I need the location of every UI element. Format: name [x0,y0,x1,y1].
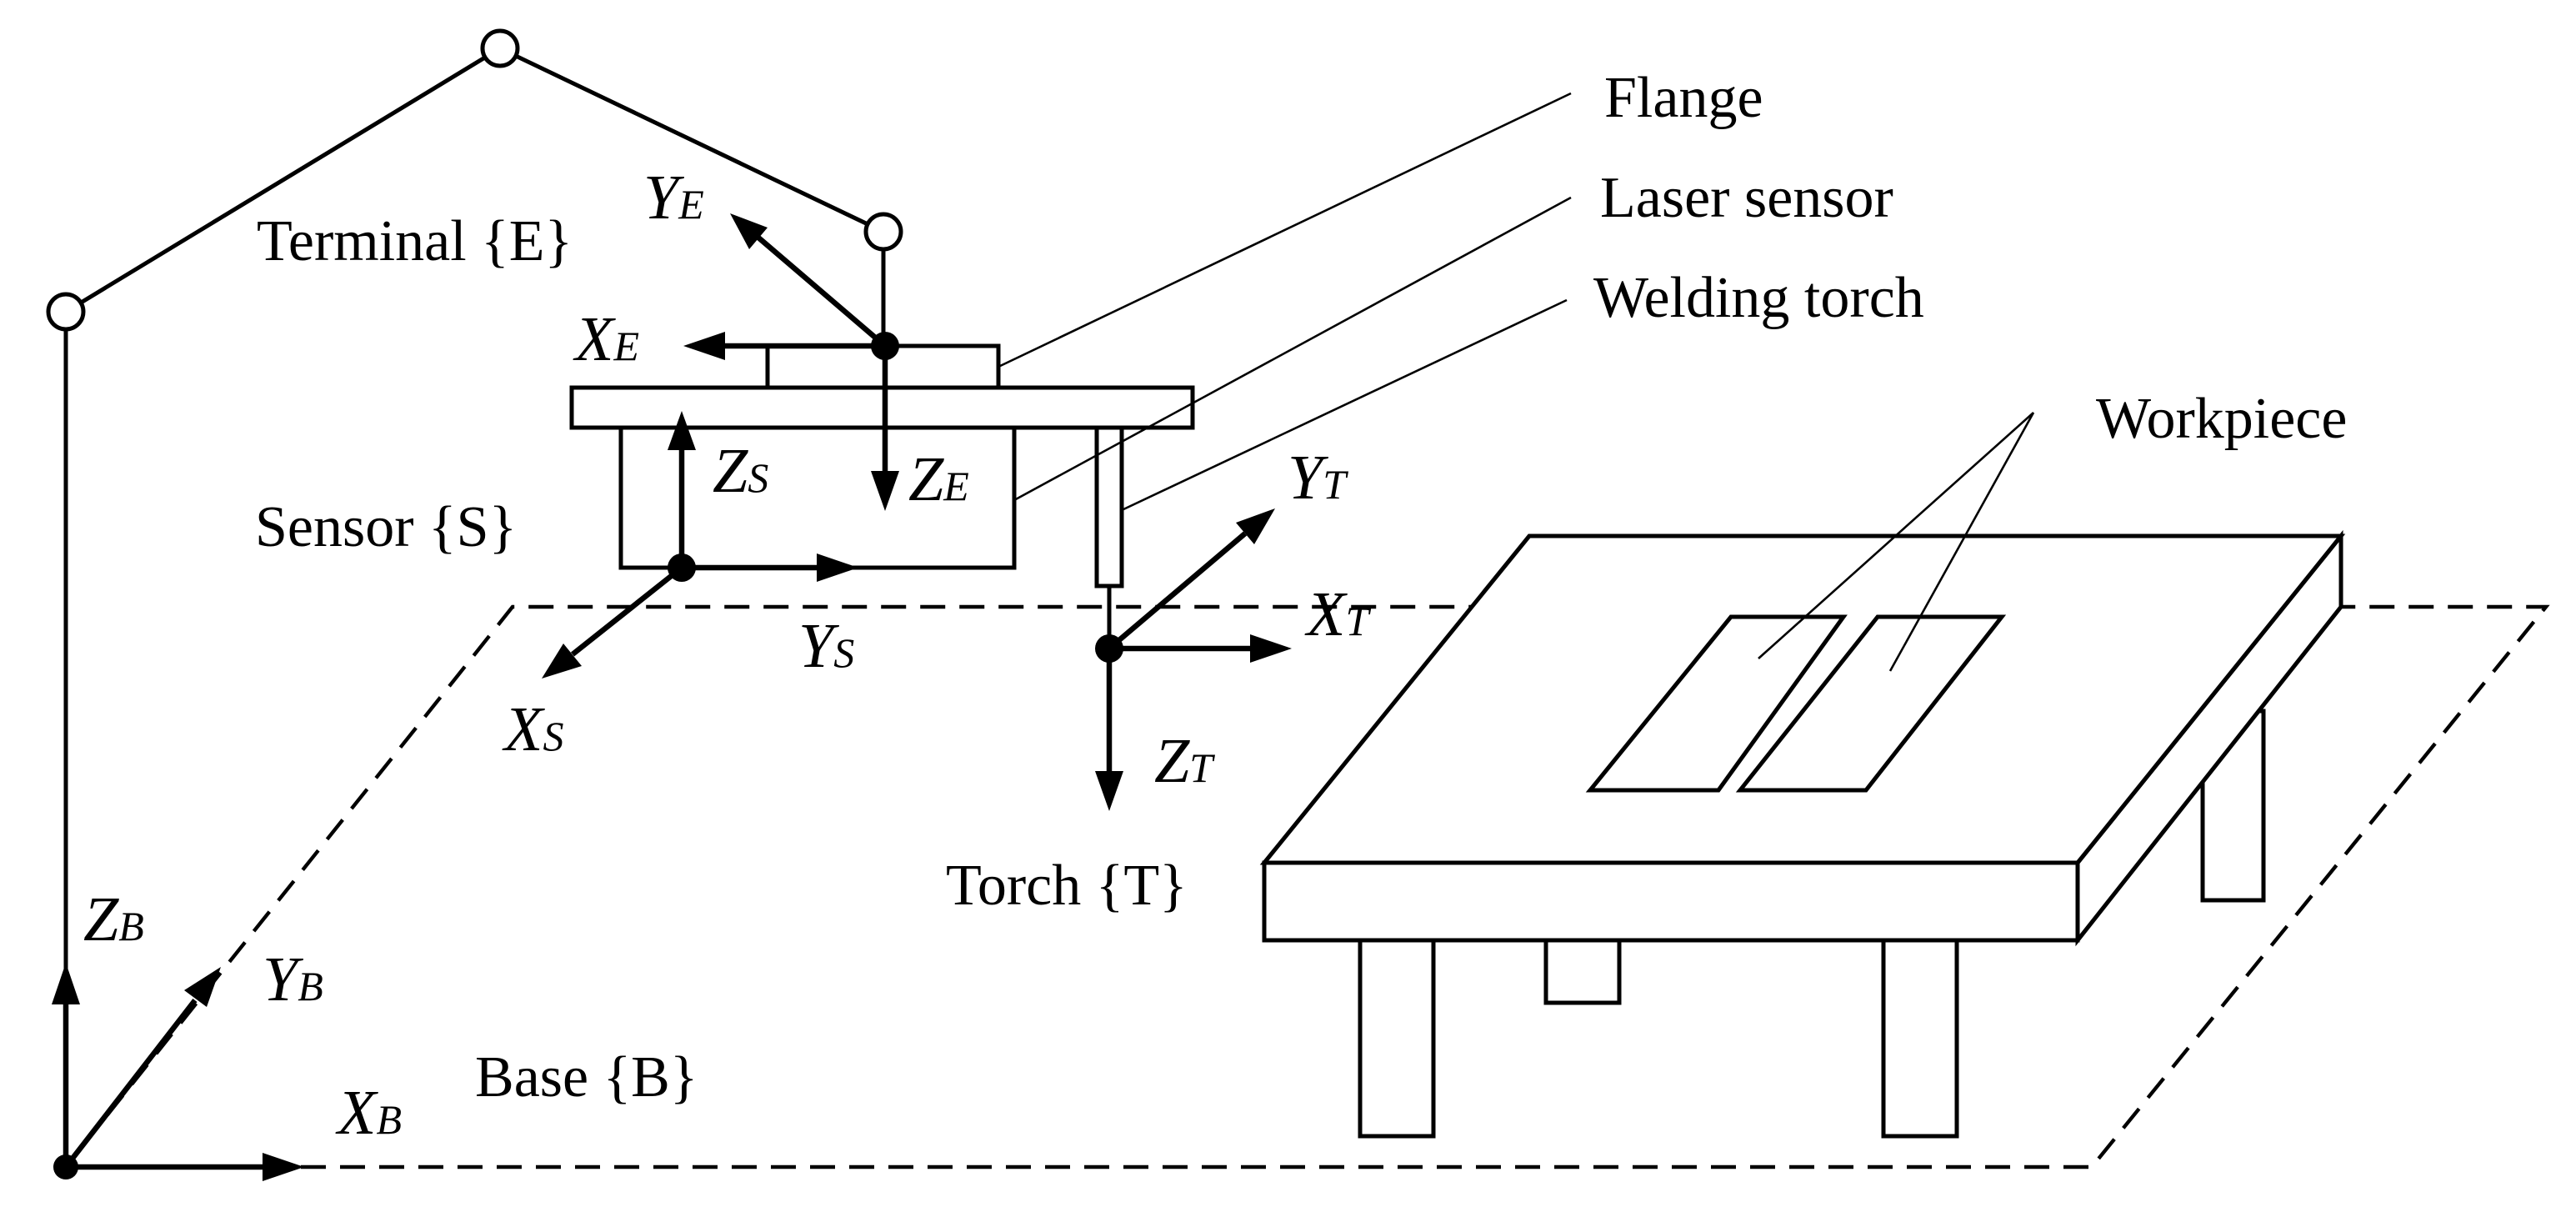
workpiece-plate-right [1735,614,2007,793]
base-y-axis [63,999,198,1169]
flange-leader [998,92,1572,368]
mounting-plate [569,385,1195,430]
workpiece-leader-2 [1888,412,2035,672]
base-origin [53,1154,78,1179]
sensor-origin [668,553,696,582]
workpiece-label: Workpiece [2096,387,2347,451]
torch-z-label: ZT [1154,726,1215,796]
base-x-arrowhead [263,1153,304,1181]
torch-y-axis [1107,531,1248,651]
table-top-surface [1259,533,2346,865]
sensor-x-axis [570,565,684,657]
torch-z-arrowhead [1095,771,1123,811]
end-z-label: ZE [908,444,969,514]
sensor-x-arrowhead [542,644,582,679]
base-y-label: YB [263,944,323,1014]
base-z-arrowhead [52,963,80,1004]
end-frame-axes [683,213,899,511]
ground-plane [62,604,2550,1169]
laser-sensor-label: Laser sensor [1600,166,1893,230]
base-x-label: XB [335,1078,402,1148]
sensor-z-arrowhead [668,411,696,450]
workpiece-plate-left [1585,614,1848,793]
torch-y-label: YT [1288,443,1348,513]
end-z-arrowhead [871,471,899,511]
torch-origin [1095,634,1123,663]
end-x-label: XE [573,304,639,374]
welding-torch-label: Welding torch [1593,266,1924,330]
base-z-label: ZB [83,884,144,954]
end-y-arrowhead [730,213,768,249]
sensor-z-label: ZS [713,436,768,506]
table-leg-front-right [1881,938,1959,1139]
torch-x-label: XT [1304,579,1371,649]
welding-torch-leader [1121,298,1568,512]
terminal-frame-label: Terminal {E} [257,209,573,273]
robot-joint-2 [480,28,520,68]
laser-sensor-body [618,425,1017,570]
end-y-axis [756,235,888,348]
table-top-front-face [1262,860,2080,943]
robot-joint-3 [863,212,903,252]
sensor-y-arrowhead [817,553,858,582]
torch-x-arrowhead [1250,634,1292,663]
robot-joint-1 [46,292,86,332]
torch-frame-axes [1095,508,1292,811]
sensor-frame-axes [542,411,858,679]
welding-torch-rod [1094,425,1124,588]
table-leg-back-left [1543,938,1622,1005]
laser-sensor-leader [1013,196,1572,502]
sensor-y-label: YS [798,611,854,681]
workpiece-leader-1 [1758,412,2034,659]
flange-label: Flange [1604,66,1763,130]
end-y-label: YE [643,163,704,233]
sensor-x-label: XS [502,694,563,764]
base-frame-axes [52,963,304,1181]
end-x-arrowhead [683,332,725,360]
torch-frame-label: Torch {T} [946,854,1188,918]
base-frame-label: Base {B} [475,1045,698,1109]
sensor-frame-label: Sensor {S} [255,495,517,559]
end-origin [871,332,899,360]
base-y-arrowhead [184,967,221,1007]
torch-y-arrowhead [1236,508,1275,544]
table-leg-front-left [1358,938,1436,1139]
work-table [1259,529,2346,1139]
